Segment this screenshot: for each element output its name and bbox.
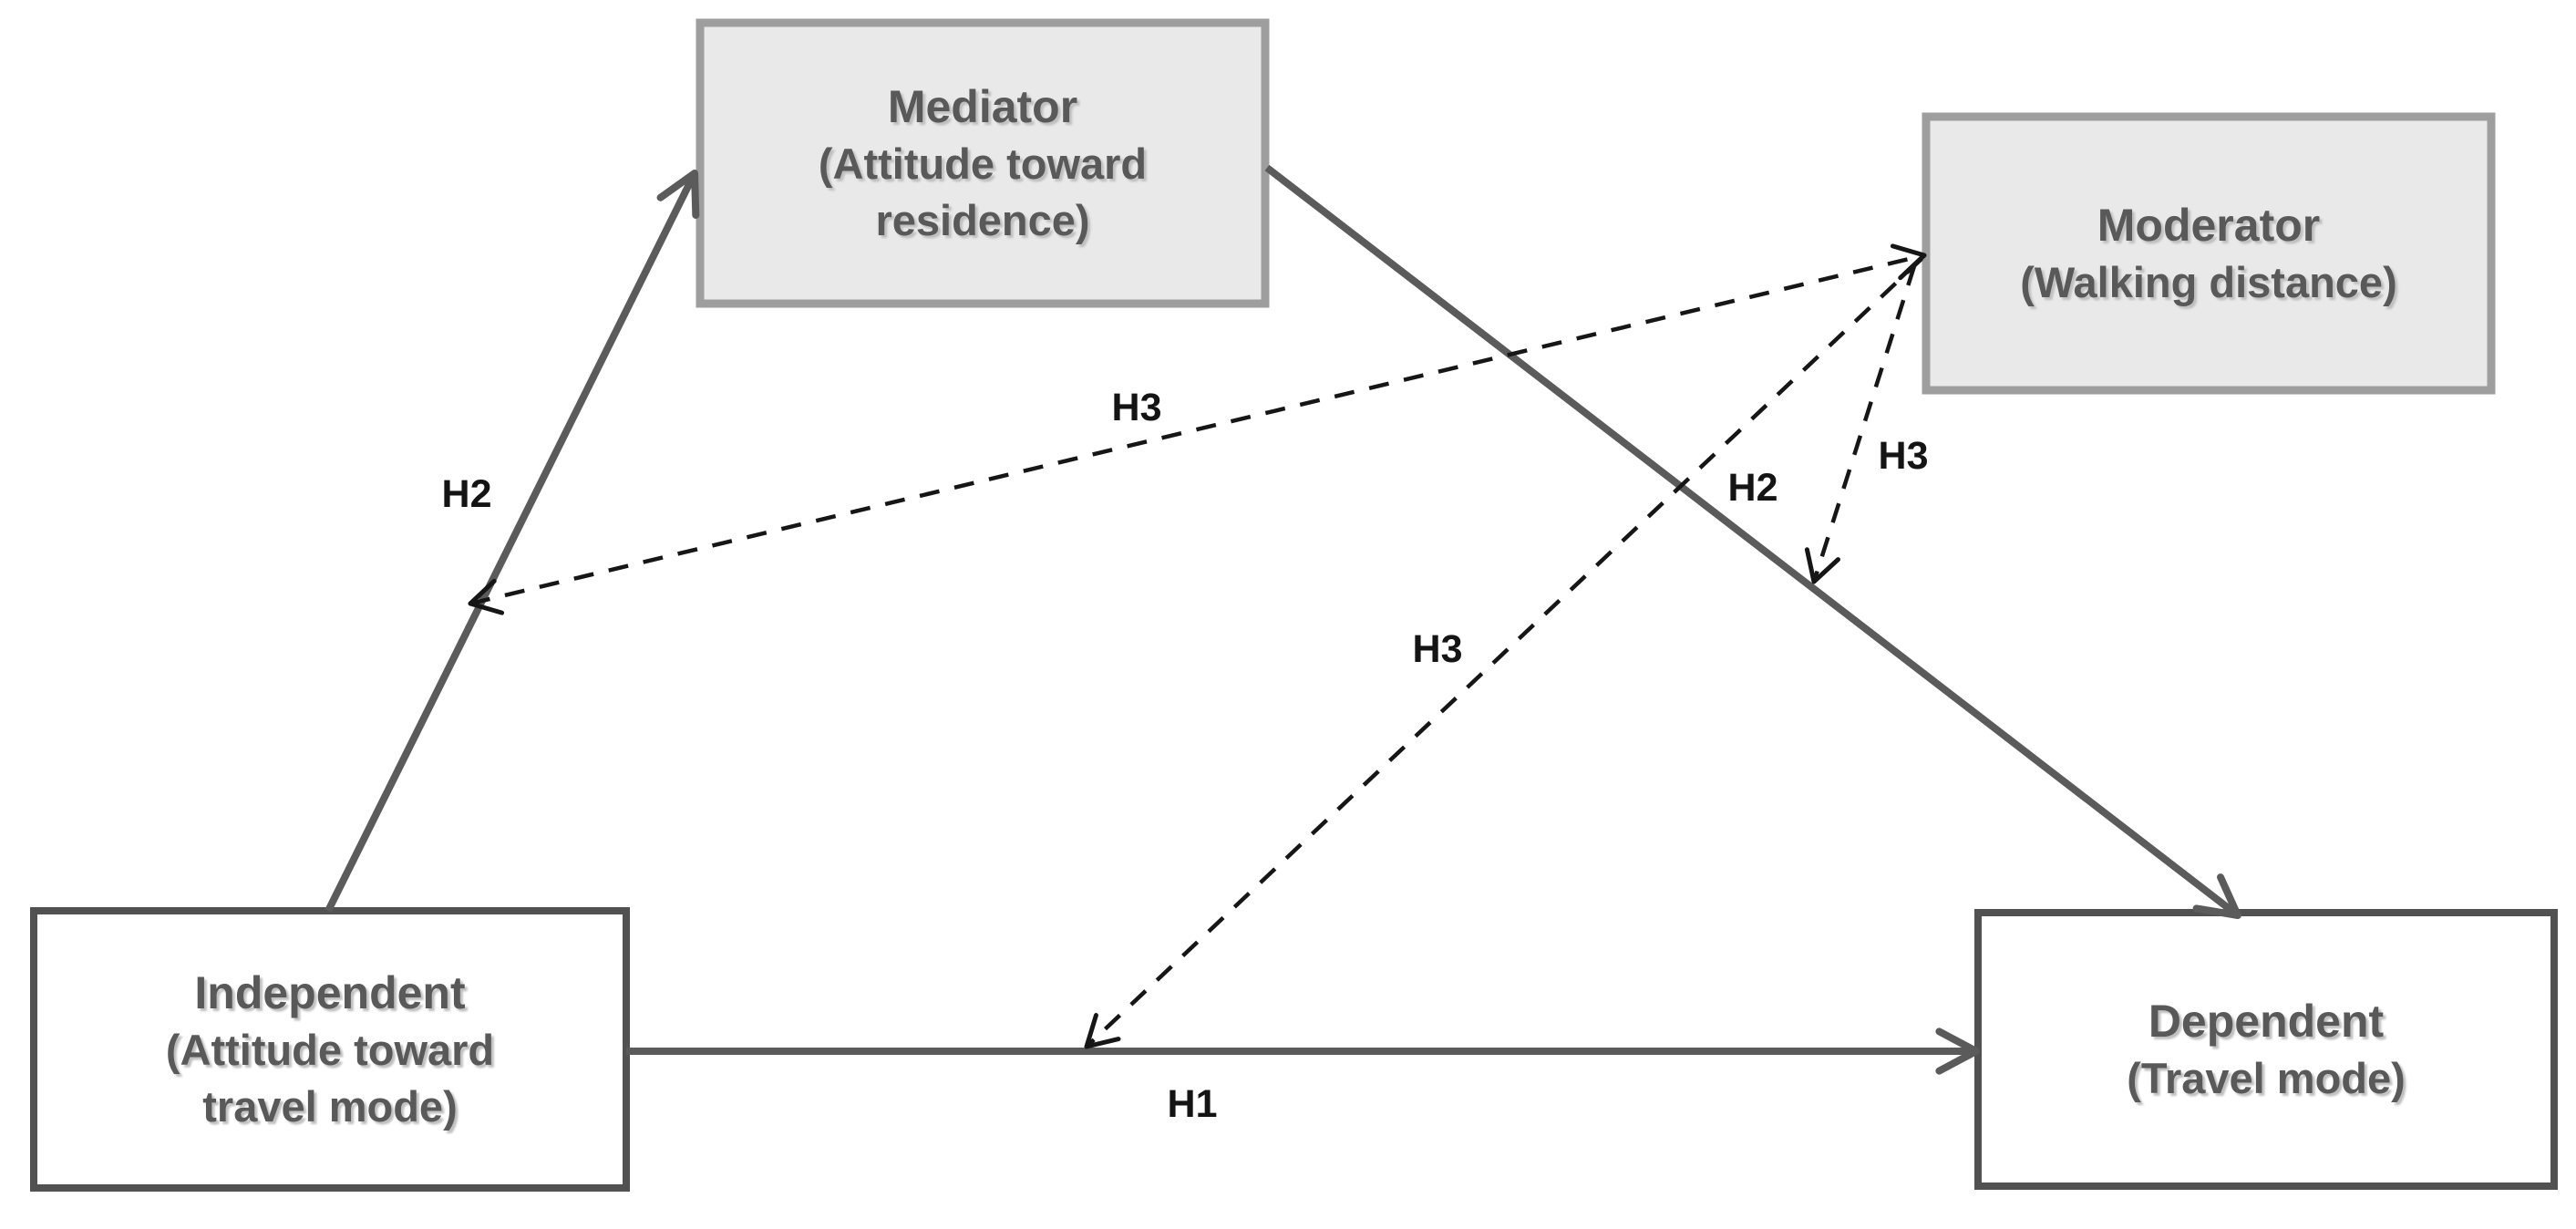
node-moderator: Moderator (Walking distance) [1922,112,2496,395]
mediator-to-dependent-line [1264,164,2241,919]
edge-moderator-to-mediation-b-path: H3 [1804,265,1929,584]
edge-moderator-to-direct-path: H3 [1084,257,1923,1049]
dependent-title: Dependent [2148,996,2385,1047]
mediator-to-dependent-arrowhead [2192,873,2241,919]
moderator-to-mediation-a-path-line [469,253,1925,606]
dependent-subtitle-1: (Travel mode) [2127,1054,2406,1102]
moderator-to-direct-path-arrowhead [1084,1013,1121,1049]
independent-to-mediator-arrowhead [656,170,700,219]
moderator-box [1922,112,2496,395]
edge-moderator-to-mediation-a-path: H3 [468,243,1927,615]
edge-independent-to-dependent: H1 [626,1028,1980,1126]
moderator-subtitle-1: (Walking distance) [2020,258,2396,306]
independent-to-mediator-label: H2 [442,472,492,516]
moderator-to-mediation-b-path-line [1811,265,1917,583]
mediator-subtitle-2: residence) [875,196,1089,244]
moderator-to-mediation-b-path-arrowhead [1804,547,1841,584]
moderator-title: Moderator [2097,200,2320,251]
node-mediator: Mediator (Attitude toward residence) [696,18,1270,308]
independent-to-dependent-label: H1 [1168,1082,1218,1126]
edge-independent-to-mediator: H2 [325,170,700,913]
moderator-to-mediation-a-path-label: H3 [1112,386,1162,429]
dependent-box [1974,909,2558,1190]
mediator-box [696,18,1270,308]
independent-subtitle-2: travel mode) [202,1082,457,1131]
independent-subtitle-1: (Attitude toward [166,1026,494,1074]
moderator-to-mediation-b-path-label: H3 [1879,434,1929,478]
moderator-to-direct-path-line [1085,257,1923,1048]
moderator-to-mediation-a-path-start-arrowhead [468,578,505,615]
edge-mediator-to-dependent: H2 [1264,164,2241,919]
independent-to-dependent-arrowhead [1935,1028,1980,1075]
mediator-title: Mediator [888,81,1077,132]
mediator-subtitle-1: (Attitude toward [819,139,1147,188]
independent-title: Independent [194,967,466,1018]
node-dependent: Dependent (Travel mode) [1974,909,2558,1190]
mediator-to-dependent-label: H2 [1728,466,1778,510]
independent-box [30,907,630,1192]
independent-to-mediator-line [325,171,698,913]
node-independent: Independent (Attitude toward travel mode) [30,907,630,1192]
moderator-to-direct-path-label: H3 [1413,627,1463,671]
